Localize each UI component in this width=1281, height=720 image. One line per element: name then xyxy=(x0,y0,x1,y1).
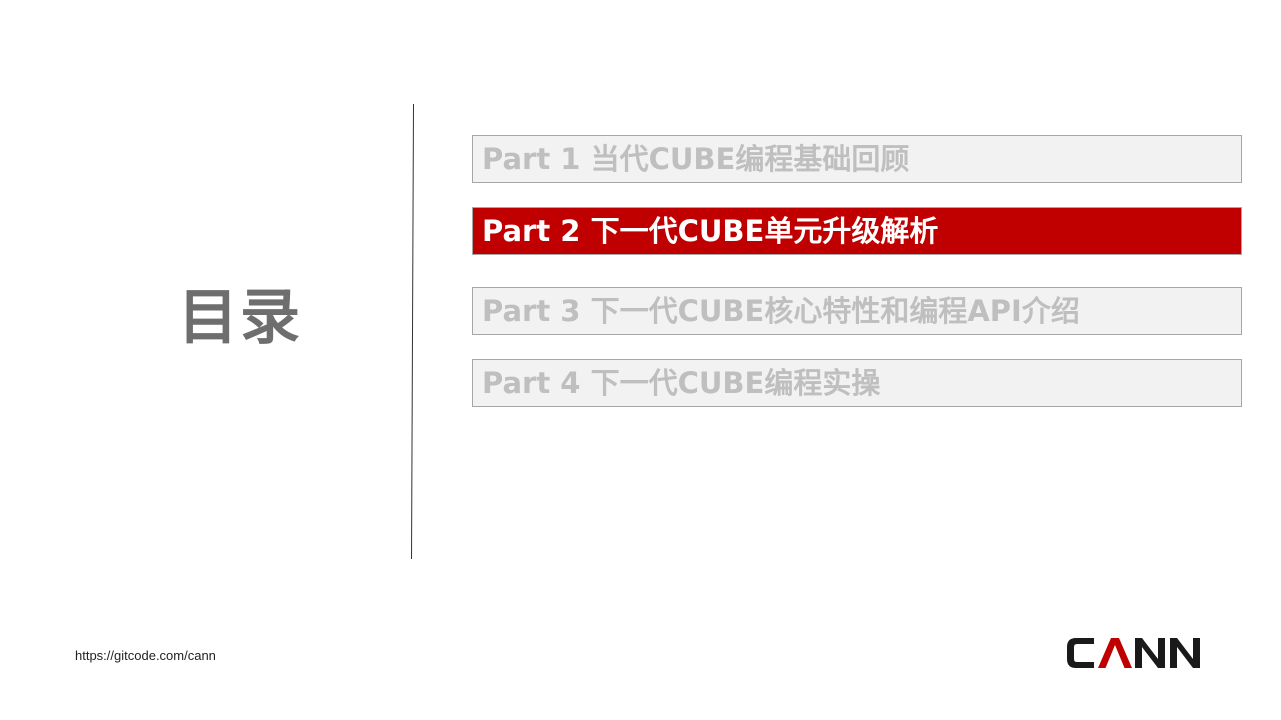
toc-item-part-1[interactable]: Part 1 当代CUBE编程基础回顾 xyxy=(472,135,1242,183)
toc-item-part-2[interactable]: Part 2 下一代CUBE单元升级解析 xyxy=(472,207,1242,255)
toc-item-label: Part 4 下一代CUBE编程实操 xyxy=(482,366,881,400)
toc-item-label: Part 2 下一代CUBE单元升级解析 xyxy=(482,214,939,248)
vertical-divider xyxy=(411,104,414,559)
toc-item-part-4[interactable]: Part 4 下一代CUBE编程实操 xyxy=(472,359,1242,407)
toc-item-label: Part 1 当代CUBE编程基础回顾 xyxy=(482,142,910,176)
toc-title: 目录 xyxy=(178,283,302,353)
footer-url[interactable]: https://gitcode.com/cann xyxy=(75,648,216,663)
toc-item-part-3[interactable]: Part 3 下一代CUBE核心特性和编程API介绍 xyxy=(472,287,1242,335)
cann-logo: CANN xyxy=(1067,638,1200,668)
toc-item-label: Part 3 下一代CUBE核心特性和编程API介绍 xyxy=(482,294,1080,328)
